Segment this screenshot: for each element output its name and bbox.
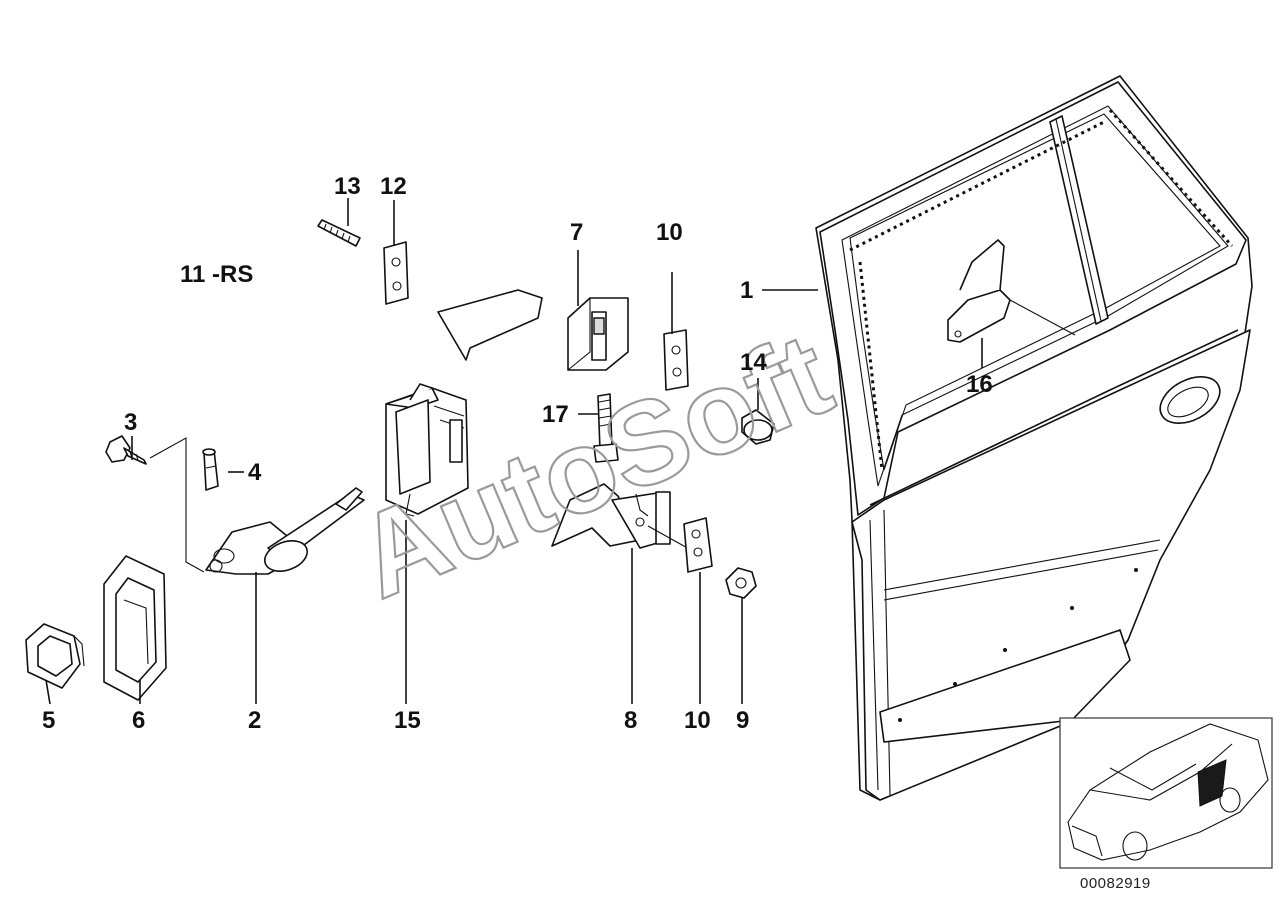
document-number: 00082919	[1080, 875, 1151, 892]
label-part-17: 17	[542, 401, 569, 428]
screw	[105, 435, 147, 465]
label-part-13: 13	[334, 173, 361, 200]
label-part-5: 5	[42, 707, 55, 734]
guide-pin	[202, 448, 219, 491]
label-part-12: 12	[380, 173, 407, 200]
part-labels: 1 2 3 4 5 6 7 8 9 10 10 11 -RS 12 13 14 …	[42, 173, 993, 734]
label-part-14: 14	[740, 349, 767, 376]
shim-plate-lower	[683, 517, 713, 573]
label-part-10-upper: 10	[656, 219, 683, 246]
grommet-large	[103, 555, 167, 701]
upper-hinge	[567, 297, 629, 371]
shim-plate-upper	[663, 329, 689, 391]
hinge-bolt	[593, 393, 619, 463]
rear-door-shell	[815, 75, 1253, 801]
trim-clip	[947, 239, 1076, 343]
lower-hinge	[551, 483, 701, 556]
rubber-plug	[741, 409, 775, 445]
grommet-small	[25, 623, 85, 689]
threaded-stud	[317, 219, 361, 247]
label-part-3: 3	[124, 409, 137, 436]
label-part-15: 15	[394, 707, 421, 734]
door-check-housing	[385, 289, 543, 517]
leader-lines	[45, 198, 983, 705]
label-part-9: 9	[736, 707, 749, 734]
label-part-11: 11 -RS	[180, 261, 253, 288]
hex-nut	[725, 567, 757, 599]
vehicle-locator-inset	[1059, 717, 1273, 869]
label-part-2: 2	[248, 707, 261, 734]
label-part-7: 7	[570, 219, 583, 246]
label-part-6: 6	[132, 707, 145, 734]
door-check-strap	[205, 487, 365, 575]
label-part-10-lower: 10	[684, 707, 711, 734]
label-part-16: 16	[966, 371, 993, 398]
label-part-1: 1	[740, 277, 753, 304]
label-part-4: 4	[248, 459, 262, 486]
label-part-8: 8	[624, 707, 637, 734]
plate	[383, 241, 409, 305]
